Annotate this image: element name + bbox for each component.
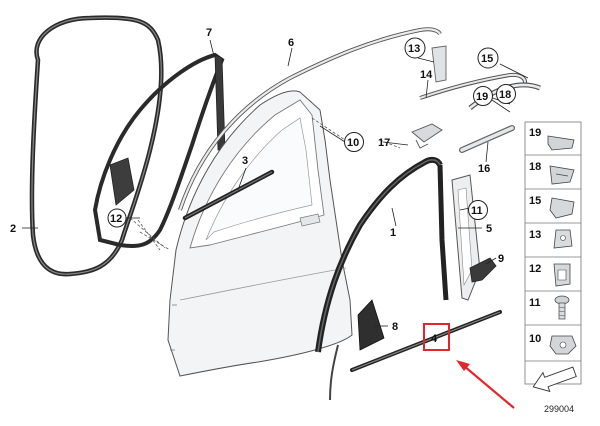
callout-13: 13	[408, 43, 420, 55]
callout-12: 12	[110, 213, 122, 225]
clip-icon	[547, 135, 575, 151]
part-6-upper-trim	[178, 27, 442, 211]
callout-18: 18	[499, 89, 511, 101]
callout-4: 4	[431, 333, 438, 345]
dashed-reference-lines	[129, 117, 401, 251]
side-item-13: 13	[529, 229, 541, 241]
callout-labels: 2 7 6 3 17 14 16 1 5 9 8	[10, 27, 504, 333]
screw-icon	[554, 295, 570, 320]
side-item-18: 18	[529, 161, 541, 173]
side-item-12: 12	[529, 263, 541, 275]
side-item-15: 15	[529, 195, 541, 207]
callout-11: 11	[471, 205, 483, 217]
callout-10: 10	[347, 137, 359, 149]
callout-3: 3	[242, 155, 248, 167]
callout-1: 1	[390, 227, 396, 239]
part-16-bar	[459, 125, 515, 153]
callout-7: 7	[206, 27, 212, 39]
side-parts-panel: 19 18 15 13 12 11 10	[524, 121, 582, 393]
callout-19: 19	[476, 91, 488, 103]
part-17-clip	[411, 123, 443, 149]
arrow-icon	[532, 366, 577, 393]
part-13-end-piece	[431, 45, 447, 83]
side-item-19: 19	[529, 127, 541, 139]
callout-8: 8	[392, 321, 398, 333]
part-4-lower-seal	[350, 310, 502, 372]
callout-16: 16	[478, 163, 490, 175]
callout-2: 2	[10, 223, 16, 235]
door-panel	[167, 90, 353, 377]
callout-9: 9	[498, 253, 504, 265]
side-item-11: 11	[529, 297, 541, 309]
catalog-number: 299004	[544, 404, 574, 414]
part-7-frame-seal	[92, 52, 226, 249]
part-2-door-seal	[29, 15, 164, 277]
clip-icon	[553, 263, 571, 287]
callout-5: 5	[486, 223, 492, 235]
nut-icon	[549, 335, 577, 355]
circled-callouts: 12 10 13 15 19 18 11	[107, 37, 516, 228]
highlight-part-4: 4	[423, 323, 450, 351]
part-14-rail	[419, 72, 528, 100]
callout-6: 6	[288, 37, 294, 49]
arrow-icon	[456, 360, 515, 409]
callout-15: 15	[481, 53, 493, 65]
clip-icon	[549, 165, 575, 185]
callout-17: 17	[378, 137, 390, 149]
callout-14: 14	[420, 69, 433, 81]
clip-icon	[549, 197, 575, 219]
part-1-window-channel	[315, 156, 449, 401]
part-9-bracket	[469, 257, 497, 283]
side-item-10: 10	[529, 333, 541, 345]
clip-icon	[553, 229, 573, 249]
part-8-corner-cover	[357, 299, 385, 351]
part-3-trim-strip	[182, 169, 275, 221]
